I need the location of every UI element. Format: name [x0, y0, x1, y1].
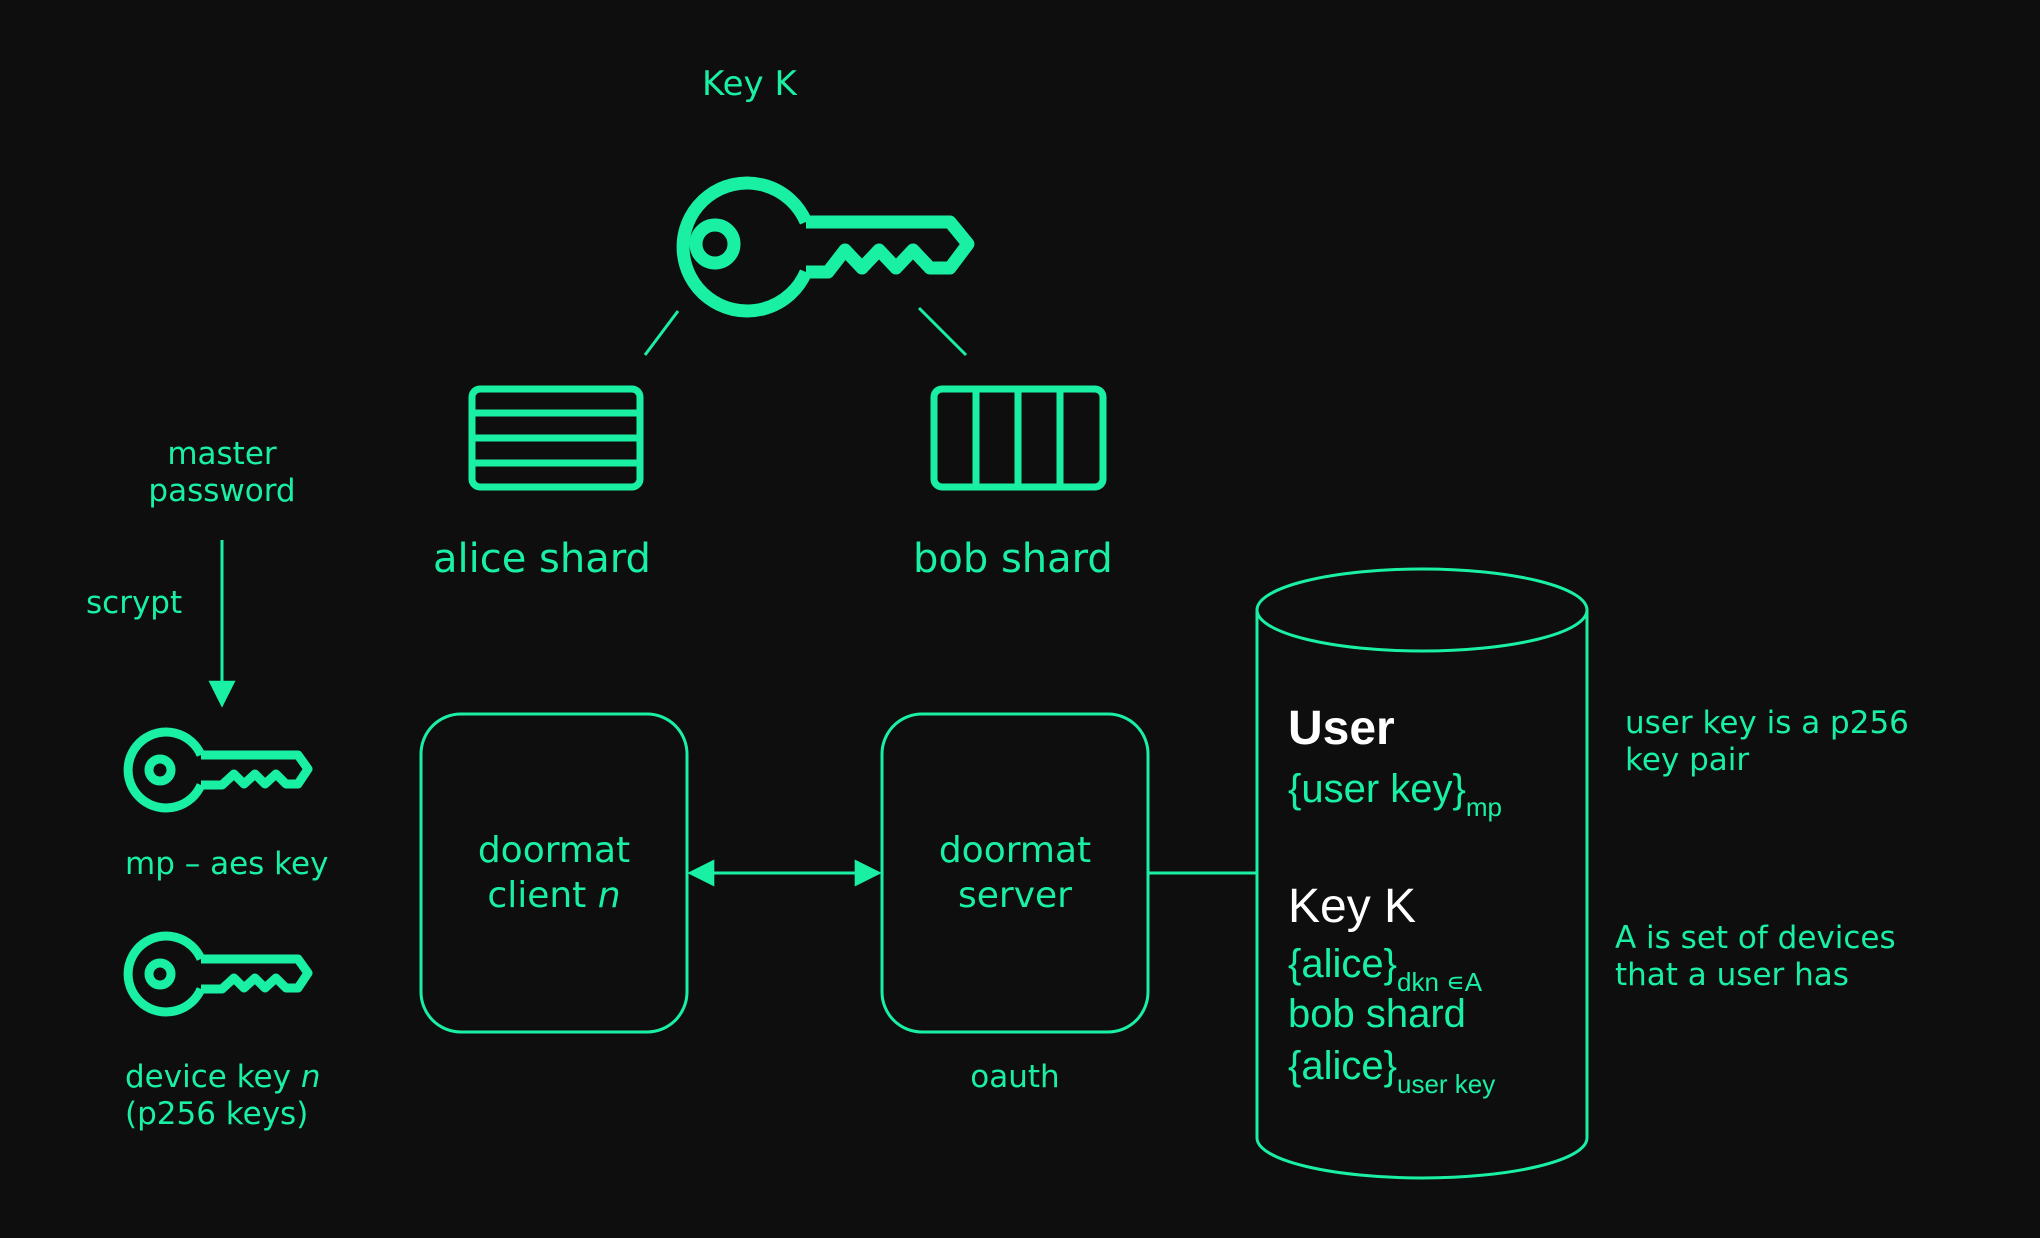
device-key-var: n [300, 1059, 321, 1095]
device-key-sub: (p256 keys) [125, 1096, 309, 1133]
device-key-text: device key [125, 1059, 291, 1095]
note-user-key-line2: key pair [1625, 742, 1750, 779]
db-alice-sub: dkn ∊A [1396, 967, 1483, 997]
mp-key-icon [123, 727, 313, 813]
db-alice2-entry: {alice}user key [1288, 1042, 1495, 1100]
client-line2: client [487, 875, 587, 916]
doormat-server-label: doormat server [882, 828, 1148, 918]
key-to-bob-line [917, 306, 968, 357]
key-to-alice-line [643, 310, 680, 356]
db-user-title: User [1288, 702, 1395, 755]
master-password-line2: password [148, 473, 296, 510]
db-user-key-text: {user key} [1288, 767, 1466, 811]
server-line1: doormat [938, 830, 1092, 871]
key-k-label: Key K [702, 64, 797, 104]
client-var: n [597, 875, 621, 916]
server-line2: server [958, 875, 1072, 916]
alice-shard-label: alice shard [433, 536, 651, 582]
db-keyk-title: Key K [1288, 880, 1417, 933]
scrypt-label: scrypt [86, 585, 183, 621]
db-alice2-sub: user key [1396, 1069, 1496, 1099]
mp-key-label: mp – aes key [125, 846, 329, 882]
note-a-line1: A is set of devices [1615, 920, 1896, 956]
db-bob-shard: bob shard [1288, 992, 1466, 1036]
database-cylinder [1255, 567, 1589, 1180]
db-alice-text: {alice} [1288, 942, 1397, 986]
master-password-label: master password [122, 436, 322, 510]
oauth-label: oauth [970, 1059, 1060, 1095]
db-user-key-sub: mp [1465, 792, 1503, 822]
bob-shard-label: bob shard [913, 536, 1113, 582]
note-a-line2: that a user has [1615, 957, 1849, 994]
db-alice2-text: {alice} [1288, 1044, 1397, 1088]
doormat-client-label: doormat client n [421, 828, 687, 918]
alice-shard-icon [468, 385, 644, 491]
bob-shard-icon [930, 385, 1107, 491]
device-key-label: device key n (p256 keys) [125, 1059, 320, 1133]
client-line1: doormat [477, 830, 631, 871]
device-key-icon [123, 931, 313, 1017]
note-a-devices: A is set of devices that a user has [1615, 920, 1896, 994]
note-user-key: user key is a p256 key pair [1625, 705, 1909, 779]
db-alice-entry: {alice}dkn ∊A [1288, 940, 1482, 998]
doormat-client-box [419, 712, 689, 1034]
master-password-line1: master [167, 436, 277, 472]
note-user-key-line1: user key is a p256 [1625, 705, 1909, 741]
key-k-icon [676, 176, 975, 318]
db-user-key: {user key}mp [1288, 765, 1502, 823]
